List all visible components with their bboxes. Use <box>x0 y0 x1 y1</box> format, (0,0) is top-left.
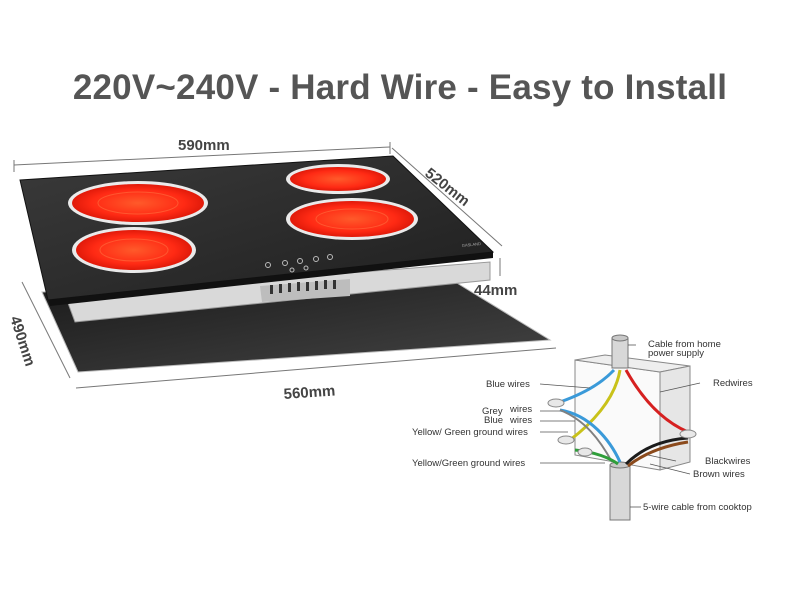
burner-rear-right <box>286 164 390 194</box>
label-wires-2: wires <box>509 415 532 426</box>
headline: 220V~240V - Hard Wire - Easy to Install <box>72 68 728 107</box>
label-black-wires: Blackwires <box>705 456 751 467</box>
label-brown-wires: Brown wires <box>693 469 745 480</box>
burner-front-right <box>286 198 418 240</box>
vent-slots <box>270 280 336 294</box>
label-red-wires: Redwires <box>713 378 753 389</box>
cooktop: GASLAND <box>19 155 495 323</box>
burner-rear-left <box>68 181 208 225</box>
burner-front-left <box>72 227 196 273</box>
label-power-supply: power supply <box>648 348 704 359</box>
dimension-top-width: 590mm <box>13 137 391 172</box>
cutout-width-label: 560mm <box>283 382 336 403</box>
height-label: 44mm <box>474 282 517 299</box>
junction-box-diagram: Cable from home power supply Blue wires … <box>412 334 753 521</box>
dimension-height: 44mm <box>474 258 517 299</box>
label-yellow-green-ground-1: Yellow/ Green ground wires <box>412 427 528 438</box>
top-width-label: 590mm <box>178 137 230 154</box>
label-wires: wires <box>509 404 532 415</box>
label-yellow-green-ground-2: Yellow/Green ground wires <box>412 458 525 469</box>
cutout-depth-label: 490mm <box>6 314 38 368</box>
brand-mark: GASLAND <box>462 241 482 248</box>
label-blue: Blue <box>484 415 503 426</box>
dimension-cutout-width: 560mm <box>75 347 557 403</box>
label-grey: Grey <box>482 406 503 417</box>
label-cable-cooktop: 5-wire cable from cooktop <box>643 502 752 513</box>
label-cable-home: Cable from home <box>648 339 721 350</box>
label-blue-wires: Blue wires <box>486 379 530 390</box>
touch-controls <box>265 254 333 273</box>
